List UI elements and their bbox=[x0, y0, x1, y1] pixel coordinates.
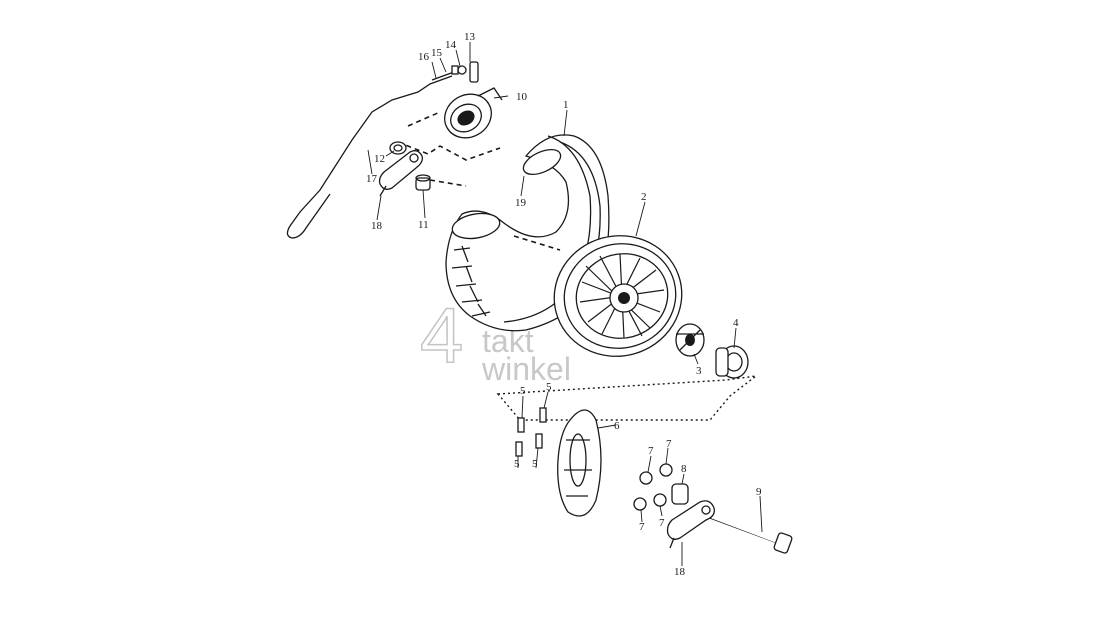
callout-11: 11 bbox=[418, 219, 429, 231]
callout-18a: 18 bbox=[371, 220, 383, 232]
callout-5a: 5 bbox=[520, 385, 526, 397]
callout-5d: 5 bbox=[532, 458, 538, 470]
nuts bbox=[633, 463, 673, 511]
callout-2: 2 bbox=[641, 191, 647, 203]
callout-4: 4 bbox=[733, 317, 739, 329]
callout-18b: 18 bbox=[674, 566, 686, 578]
callout-7b: 7 bbox=[666, 438, 672, 450]
callout-13: 13 bbox=[464, 31, 476, 43]
callout-7c: 7 bbox=[639, 521, 645, 533]
sprocket-flange bbox=[715, 345, 749, 379]
brake-disc bbox=[557, 409, 602, 517]
callout-12: 12 bbox=[374, 153, 385, 165]
callout-17: 17 bbox=[366, 173, 378, 185]
callout-1: 1 bbox=[563, 99, 569, 111]
callout-7d: 7 bbox=[659, 517, 665, 529]
callout-15: 15 bbox=[431, 47, 443, 59]
watermark-numeral: 4 bbox=[420, 291, 463, 379]
callout-6: 6 bbox=[614, 420, 620, 432]
callout-3: 3 bbox=[696, 365, 702, 377]
watermark-line2: winkel bbox=[481, 351, 571, 387]
spacer-11 bbox=[415, 174, 431, 191]
callout-5b: 5 bbox=[546, 381, 552, 393]
chain-adjuster-top bbox=[378, 150, 424, 197]
callout-8: 8 bbox=[681, 463, 687, 475]
speedometer-cable bbox=[286, 71, 455, 239]
hub-damper bbox=[675, 323, 705, 357]
callout-19: 19 bbox=[515, 197, 527, 209]
collar-8 bbox=[671, 483, 689, 505]
wheel-rim bbox=[553, 235, 683, 357]
callout-5c: 5 bbox=[514, 458, 520, 470]
leader-lines bbox=[367, 42, 763, 566]
callout-16: 16 bbox=[418, 51, 430, 63]
callout-10: 10 bbox=[516, 91, 528, 103]
callout-14: 14 bbox=[445, 39, 457, 51]
disc-bolts bbox=[515, 407, 547, 457]
speedometer-gearbox bbox=[444, 87, 503, 139]
gear-parts-13-16 bbox=[451, 61, 479, 83]
callout-9: 9 bbox=[756, 486, 762, 498]
callout-labels: 1 2 3 4 5 5 5 5 6 7 7 7 7 8 9 10 11 12 1… bbox=[366, 31, 762, 578]
axle bbox=[709, 515, 793, 554]
callout-7a: 7 bbox=[648, 445, 654, 457]
chain-adjuster-bottom bbox=[666, 500, 715, 549]
